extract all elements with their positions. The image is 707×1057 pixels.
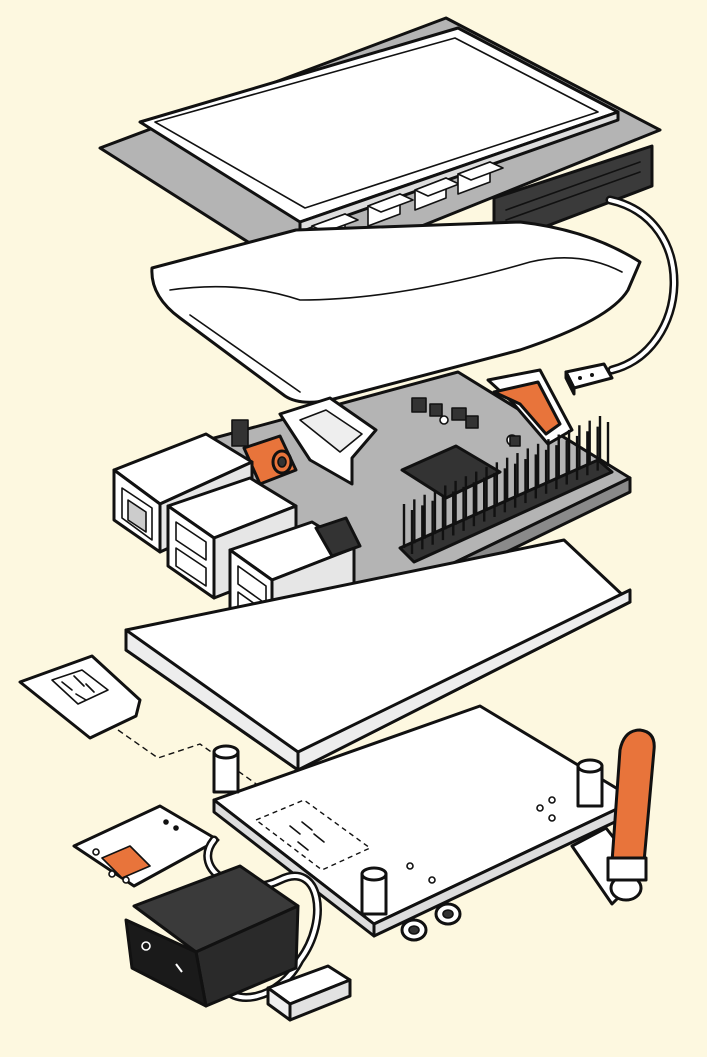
modem-via-4 [406,862,414,870]
modem-connector-hole-2 [442,909,454,919]
soc-chip [400,444,502,500]
jst-pin-2 [590,373,594,377]
charger-module [72,804,220,888]
led [439,415,449,425]
jst-connector-side [564,370,576,396]
sim-card [18,654,142,740]
standoff [212,744,240,794]
switch-wire-connector [266,964,352,1022]
sim-chip-outline [51,669,109,705]
switch-on-symbol [175,963,183,973]
charger-via-2 [173,825,179,831]
usb-1-slot-b [175,547,207,587]
button-4-top [457,161,504,181]
gpio-header [398,416,614,564]
switch-off-symbol [141,941,151,951]
spacer-side [296,588,632,772]
display-buttons [311,161,504,247]
standoff-top [576,758,604,774]
charger-connector [101,845,151,879]
board-display-connector-orange [492,380,562,436]
component [411,397,427,413]
display-screen [154,37,599,209]
standoff-top [360,866,388,882]
component-2 [429,403,443,417]
battery-jst-connector [564,362,614,396]
ethernet-socket-inner [127,499,147,533]
touchscreen-display [98,16,662,277]
antenna [570,728,656,906]
connector-slot-2 [505,171,641,221]
audio-jack-back [231,419,249,447]
sim-chip [51,669,109,705]
modem-via-3 [548,814,556,822]
component-4 [465,415,479,429]
power-switch [124,864,300,1008]
antenna-body [610,728,656,864]
ribbon-slot [299,409,363,453]
battery-wrinkle [189,314,301,393]
charger-board [72,804,220,888]
modem-via-5 [428,876,436,884]
insulating-spacer-sheet [124,538,632,772]
modem-via [536,804,544,812]
lipo-battery-pack [150,220,642,404]
gpio-pins [402,416,610,554]
standoff-2 [576,758,604,808]
component-5 [509,435,521,447]
charger-via [163,819,169,825]
wire-connector-side [288,978,352,1022]
sim-chip-contacts [61,675,95,701]
antenna-base [606,856,648,882]
jst-pin [578,376,582,380]
charger-pad [92,848,100,856]
standoff-top [212,744,240,760]
modem-connector-hole [408,925,420,935]
modem-via-2 [548,796,556,804]
display-cable [608,198,676,372]
charger-pad-3 [122,876,130,884]
modem-pcb-front [212,798,376,938]
usb-1-slot-a [175,521,207,561]
audio-jack-hole [277,456,287,468]
battery-seam [169,257,623,301]
button-2-top [367,193,414,213]
charger-pad-2 [108,870,116,878]
standoff-3 [360,866,388,916]
sim-guide-line [117,729,291,809]
connector-slot [505,161,641,211]
cellular-modem-board [212,704,638,942]
battery-body [150,220,642,404]
board-dark-component [314,516,362,558]
component-3 [451,407,467,421]
sim-slot-contacts [289,821,325,851]
